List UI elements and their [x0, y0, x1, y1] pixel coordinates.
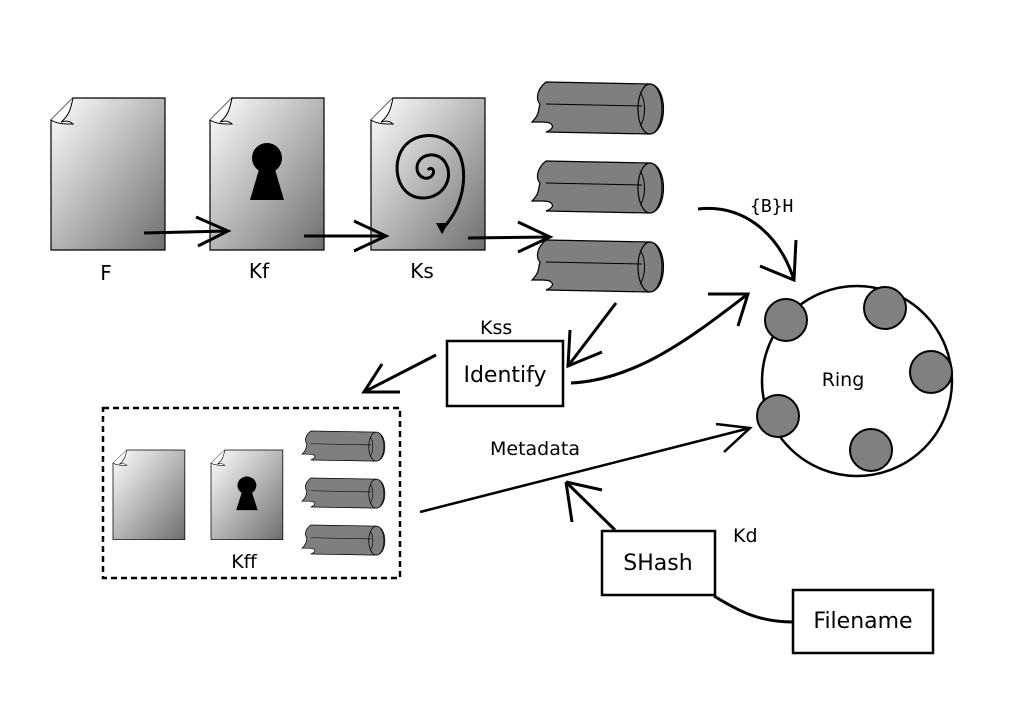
label-ks: Ks [410, 259, 434, 283]
filename-box: Filename [791, 588, 935, 655]
file-f-icon [50, 97, 166, 251]
scroll-chunk-2-icon [531, 160, 665, 214]
label-kff: Kff [231, 551, 257, 573]
ring-node-4 [756, 394, 800, 438]
metadata-group: Kff [101, 406, 402, 580]
arrow-identify-to-ring [570, 292, 751, 385]
connector-shash-filename [713, 594, 794, 624]
small-scroll-3-icon [301, 524, 386, 556]
label-ring: Ring [822, 369, 865, 391]
ring: Ring [756, 284, 954, 478]
arrow-shash-to-metadata [564, 480, 617, 532]
spiral-file-ks-icon [370, 97, 486, 251]
shash-label: SHash [623, 551, 692, 576]
label-kd: Kd [733, 525, 758, 547]
ring-node-1 [764, 298, 808, 342]
ring-node-5 [849, 428, 893, 472]
arrow-metadata-to-ring [419, 422, 753, 514]
filename-label: Filename [813, 609, 912, 634]
label-kss: Kss [480, 317, 512, 339]
label-metadata: Metadata [490, 438, 580, 460]
identify-box: Identify [445, 339, 565, 408]
small-scroll-1-icon [301, 430, 386, 462]
label-f: F [100, 261, 112, 285]
identify-label: Identify [463, 363, 546, 388]
label-kf: Kf [249, 259, 270, 283]
small-file-icon [112, 449, 186, 541]
ring-node-3 [909, 350, 953, 394]
arrow-scrolls-to-ring [697, 206, 798, 283]
scroll-chunk-3-icon [531, 239, 665, 293]
label-bh: {B}H [750, 196, 793, 217]
shash-box: SHash [600, 529, 717, 597]
scroll-chunk-1-icon [531, 81, 665, 135]
small-encrypted-file-icon [210, 449, 284, 541]
arrow-kf-to-ks [304, 219, 390, 253]
arrow-ks-to-scrolls [467, 220, 554, 254]
encrypted-file-kf-icon [209, 97, 325, 251]
arrow-scrolls-to-identify [566, 302, 618, 369]
arrow-f-to-kf [143, 215, 232, 248]
small-scroll-2-icon [301, 477, 386, 509]
arrow-identify-to-metadata-group [361, 353, 437, 394]
ring-node-2 [863, 286, 907, 330]
